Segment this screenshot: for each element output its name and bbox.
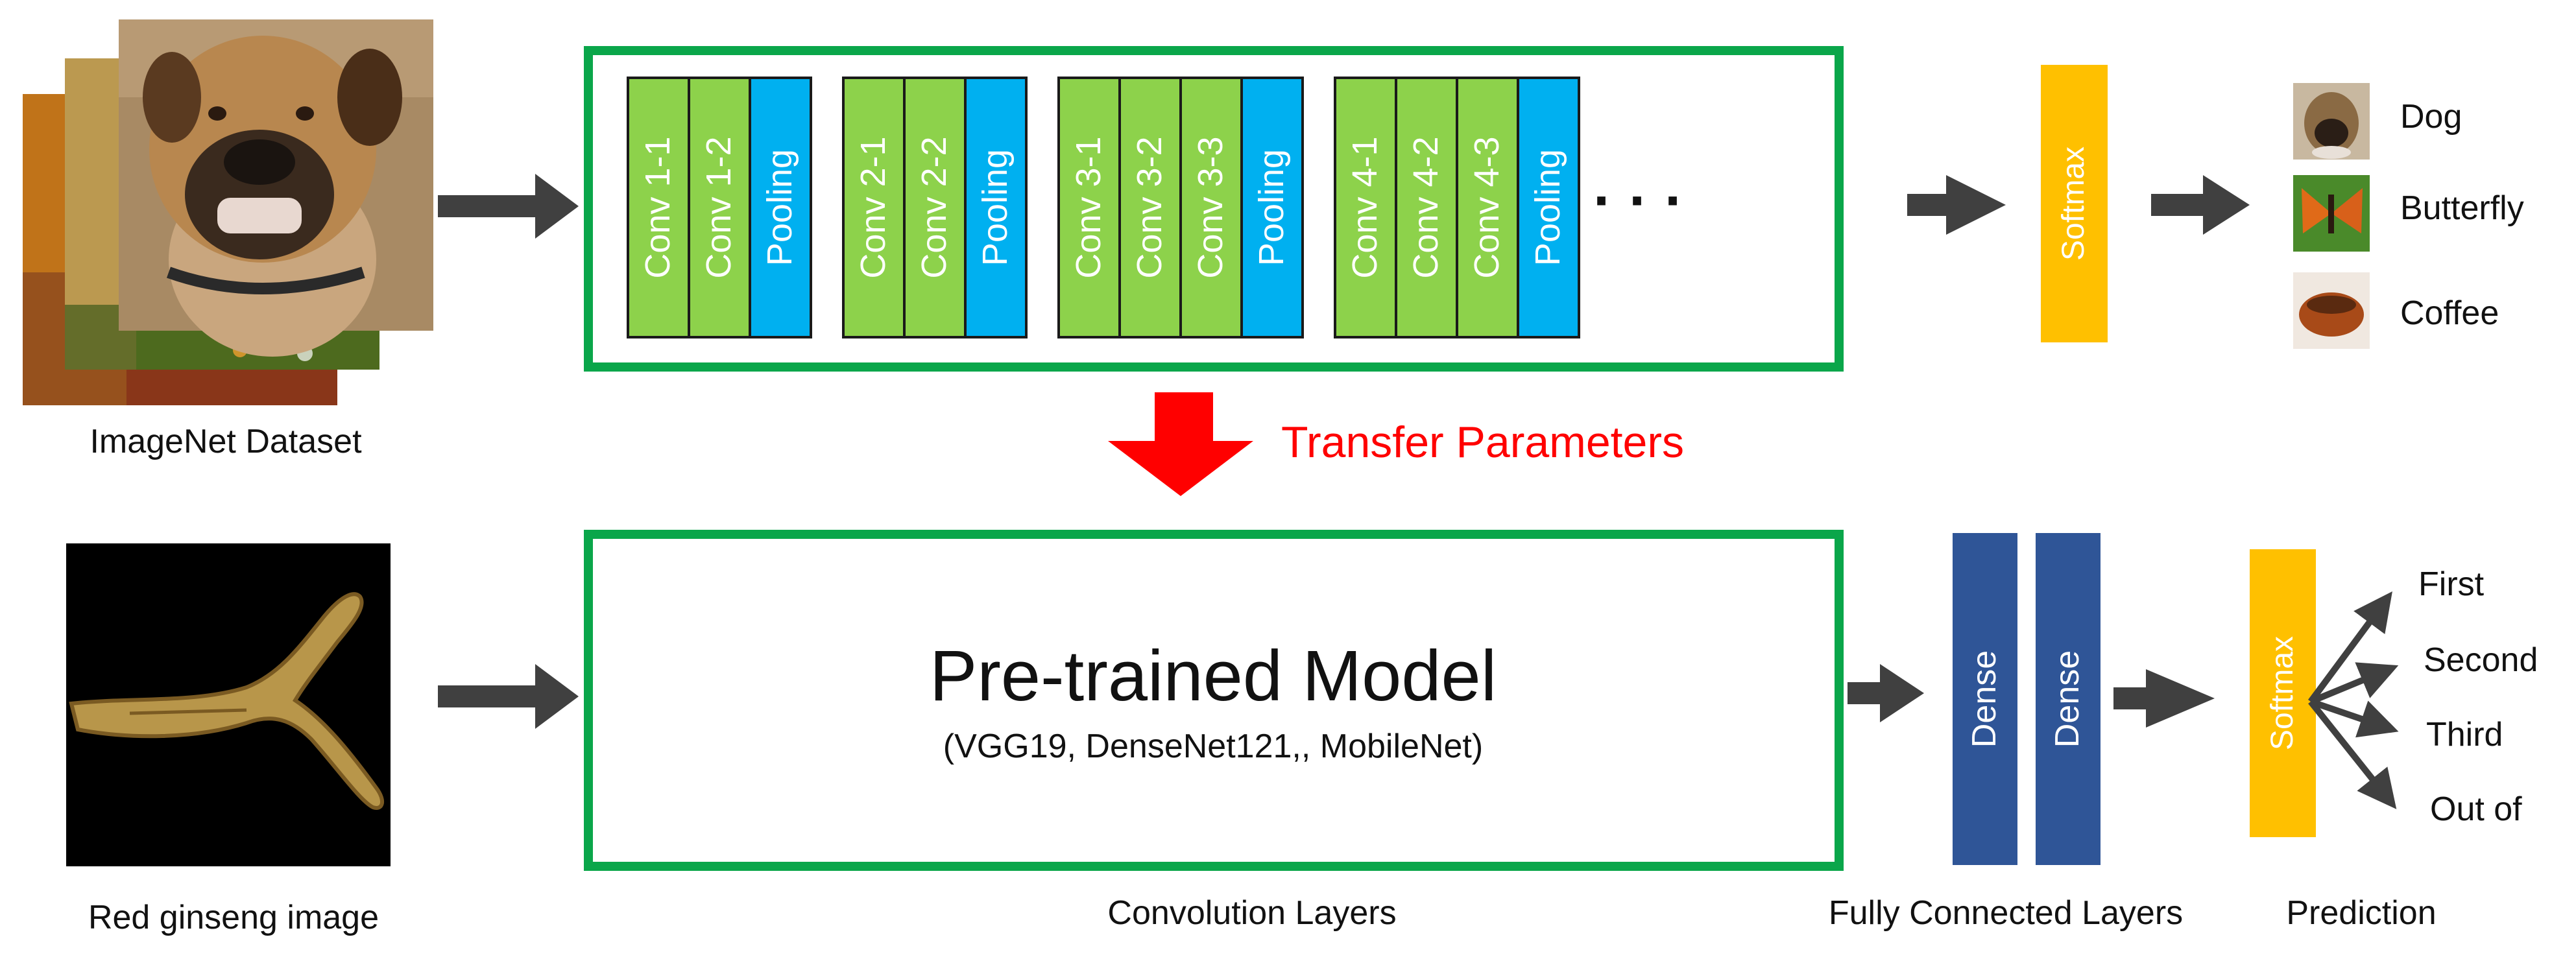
arrow-softmax-to-classes	[2151, 175, 2250, 235]
arrow-model-to-dense	[1848, 664, 1924, 722]
conv-label-conv-1-2: Conv 1-2	[699, 136, 738, 278]
transfer-arrow	[1108, 392, 1253, 496]
conv-label-conv-3-2: Conv 3-2	[1130, 136, 1169, 278]
pred-section-label: Prediction	[2286, 894, 2436, 932]
conv-label-conv-2-2: Conv 2-2	[915, 136, 954, 278]
arrow-imagenet-to-conv	[438, 174, 579, 239]
softmax-top-label: Softmax	[2056, 147, 2091, 261]
transfer-label: Transfer Parameters	[1281, 418, 1684, 467]
pooling-label-2: Pooling	[760, 149, 799, 266]
conv-layer-stack: Conv 1-1 Conv 1-2 Pooling Conv 2-1 Conv 2-2 P…	[627, 77, 1580, 338]
arrow-to-first	[2307, 591, 2392, 704]
conv-section-label: Convolution Layers	[1107, 894, 1396, 932]
ginseng-image	[66, 543, 391, 866]
pooling-layer-5	[964, 77, 1028, 338]
output-third: Third	[2426, 716, 2503, 753]
arrow-to-third	[2309, 698, 2399, 738]
conv-label-conv-2-1: Conv 2-1	[854, 136, 893, 278]
imagenet-photo-dog	[119, 19, 433, 357]
class-thumb-dog	[2293, 83, 2370, 160]
conv-layers-frame-top	[584, 46, 1844, 372]
dense-layer-1-label: Dense	[1966, 650, 2003, 748]
fc-section-label: Fully Connected Layers	[1829, 894, 2183, 932]
arrow-to-second	[2309, 662, 2399, 705]
ellipsis: · · ·	[1593, 169, 1684, 233]
pooling-layer-13	[1517, 77, 1580, 338]
conv-layer-conv-4-1	[1334, 77, 1397, 338]
class-label-butterfly: Butterfly	[2400, 189, 2524, 227]
conv-label-conv-3-3: Conv 3-3	[1191, 136, 1230, 278]
softmax-bottom: Softmax	[2250, 549, 2316, 837]
ginseng-label: Red ginseng image	[88, 899, 379, 936]
class-label-coffee: Coffee	[2400, 294, 2499, 332]
conv-layer-conv-1-2	[688, 77, 751, 338]
output-first: First	[2418, 565, 2485, 603]
conv-layer-conv-3-3	[1179, 77, 1243, 338]
conv-layer-conv-4-2	[1395, 77, 1458, 338]
conv-label-conv-1-1: Conv 1-1	[638, 136, 677, 278]
imagenet-image-stack	[23, 19, 433, 405]
arrow-conv-to-softmax-top	[1907, 175, 2006, 235]
output-second: Second	[2424, 641, 2538, 679]
imagenet-label: ImageNet Dataset	[90, 423, 362, 460]
class-thumb-coffee	[2293, 272, 2370, 349]
dense-layer-2-label: Dense	[2049, 650, 2086, 748]
output-out-of: Out of	[2430, 790, 2522, 828]
conv-layers-frame-bottom	[584, 530, 1844, 871]
arrow-ginseng-to-model	[438, 664, 579, 729]
conv-label-conv-4-2: Conv 4-2	[1406, 136, 1445, 278]
arrow-to-out-of	[2308, 699, 2397, 809]
softmax-top: Softmax	[2041, 65, 2108, 342]
conv-label-conv-3-1: Conv 3-1	[1069, 136, 1108, 278]
model-title: Pre-trained Model	[930, 636, 1497, 716]
class-thumb-butterfly	[2293, 175, 2370, 252]
softmax-bottom-label: Softmax	[2265, 636, 2300, 750]
pooling-label-5: Pooling	[976, 149, 1015, 266]
conv-label-conv-4-3: Conv 4-3	[1467, 136, 1506, 278]
model-subtitle: (VGG19, DenseNet121,, MobileNet)	[943, 728, 1483, 765]
conv-layer-conv-2-1	[842, 77, 906, 338]
pooling-label-13: Pooling	[1528, 149, 1567, 266]
conv-label-conv-4-1: Conv 4-1	[1345, 136, 1384, 278]
pooling-label-9: Pooling	[1252, 149, 1291, 266]
arrow-dense-to-softmax	[2113, 669, 2215, 728]
pooling-layer-2	[749, 77, 812, 338]
conv-layer-conv-3-2	[1118, 77, 1182, 338]
output-arrows	[2307, 591, 2399, 809]
class-label-dog: Dog	[2400, 98, 2462, 136]
pooling-layer-9	[1240, 77, 1304, 338]
dense-layer-2: Dense	[2036, 533, 2101, 865]
dense-layer-1: Dense	[1953, 533, 2017, 865]
conv-layer-conv-4-3	[1456, 77, 1519, 338]
